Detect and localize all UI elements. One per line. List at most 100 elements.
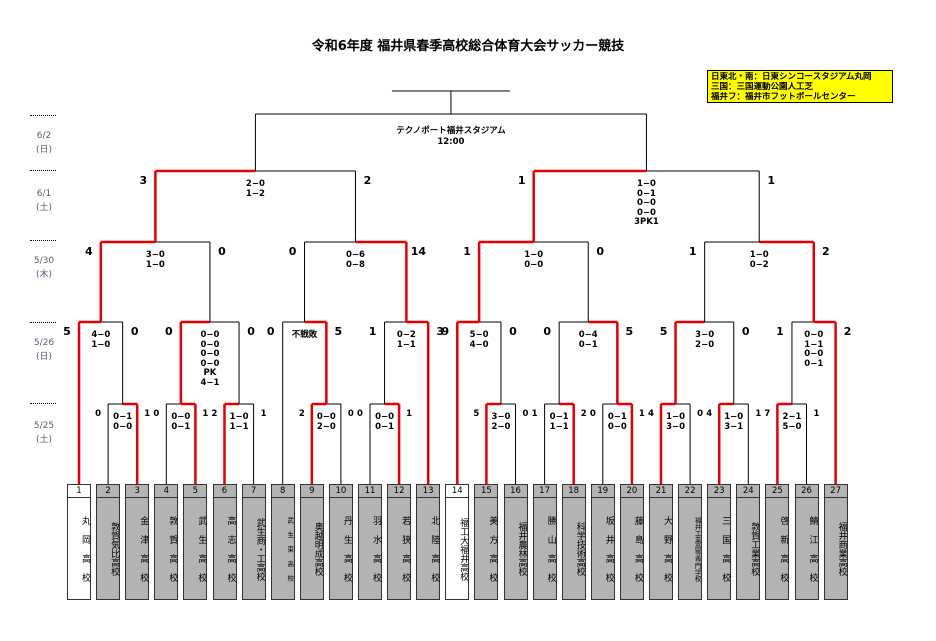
match-detail: 2−1 bbox=[782, 412, 802, 422]
match-detail: 0−0 bbox=[113, 421, 133, 432]
score-right: 5 bbox=[625, 325, 634, 338]
team-slot: 4 敦 賀 高 校 bbox=[154, 484, 179, 600]
score-right: 2 bbox=[843, 325, 852, 338]
round-day: (日) bbox=[35, 145, 53, 155]
team-name: 羽 水 高 校 bbox=[371, 516, 381, 582]
team-name: 奥越明成高校 bbox=[312, 522, 323, 576]
score-left: 0 bbox=[589, 409, 596, 419]
score-left: 1 bbox=[688, 245, 697, 258]
score-left: 1 bbox=[517, 174, 526, 187]
team-number: 14 bbox=[446, 485, 469, 498]
team-name: 科学技術高校 bbox=[574, 522, 585, 576]
match-detail: 1−0 bbox=[666, 412, 686, 422]
match-detail: 0−0 bbox=[200, 349, 220, 359]
date-divider bbox=[30, 322, 56, 323]
match-detail: 0−2 bbox=[749, 259, 769, 270]
team-name: 敦 賀 高 校 bbox=[167, 516, 178, 582]
score-left: 4 bbox=[706, 409, 713, 419]
team-number: 10 bbox=[329, 485, 352, 498]
team-number: 4 bbox=[155, 485, 178, 498]
score-right: 14 bbox=[410, 245, 427, 258]
team-number: 15 bbox=[475, 485, 498, 498]
team-number: 20 bbox=[620, 485, 643, 498]
score-left: 1 bbox=[368, 325, 377, 338]
match-detail: 0−1 bbox=[607, 412, 627, 422]
team-number: 17 bbox=[533, 485, 556, 498]
match-detail: 0−0 bbox=[316, 412, 336, 422]
team-number: 21 bbox=[650, 485, 672, 498]
round-date: 6/2 bbox=[36, 131, 52, 141]
team-name: 敦賀気比高校 bbox=[109, 522, 120, 576]
score-left: 3 bbox=[139, 174, 148, 187]
team-name: 福井商業高校 bbox=[836, 522, 847, 576]
score-left: 5 bbox=[473, 409, 480, 419]
match-detail: 1−1 bbox=[229, 421, 249, 432]
match-detail: 3−1 bbox=[724, 421, 744, 432]
score-left: 2 bbox=[211, 409, 218, 419]
score-left: 4 bbox=[648, 409, 654, 419]
team-number: 3 bbox=[126, 485, 149, 498]
venue-legend: 日東北・南：日東シンコースタジアム丸岡 三国：三国運動公園人工芝 福井フ：福井市… bbox=[707, 70, 893, 103]
score-right: 0 bbox=[509, 325, 517, 338]
team-number: 6 bbox=[213, 485, 236, 498]
score-right: 1 bbox=[813, 409, 820, 419]
team-name: 若 狭 高 校 bbox=[400, 516, 411, 582]
team-name: 鯖 江 高 校 bbox=[807, 516, 818, 582]
score-left: 0 bbox=[165, 325, 173, 338]
match-detail: 1−0 bbox=[91, 339, 111, 350]
match-detail: 0−1 bbox=[578, 339, 598, 350]
match-detail: 2−0 bbox=[245, 179, 265, 189]
team-name: 福井農林高校 bbox=[516, 522, 527, 576]
round-date: 5/25 bbox=[33, 421, 55, 431]
venue-line: 三国：三国運動公園人工芝 bbox=[711, 82, 814, 92]
team-number: 18 bbox=[562, 485, 585, 498]
score-right: 0 bbox=[130, 325, 139, 338]
match-detail: 0−0 bbox=[200, 339, 220, 350]
team-number: 7 bbox=[242, 485, 265, 498]
score-left: 9 bbox=[441, 325, 450, 338]
team-name: 坂 井 高 校 bbox=[603, 516, 614, 582]
round-day: (土) bbox=[35, 435, 53, 445]
match-detail: 0−0 bbox=[804, 330, 824, 340]
date-divider bbox=[30, 403, 56, 404]
match-detail: 0−6 bbox=[345, 250, 365, 260]
match-detail: 1−0 bbox=[749, 250, 769, 260]
match-detail: 2−0 bbox=[491, 421, 511, 432]
match-detail: 0−4 bbox=[578, 330, 598, 340]
match-detail: 0−0 bbox=[200, 358, 220, 369]
score-left: 0 bbox=[357, 409, 363, 419]
score-right: 1 bbox=[406, 409, 413, 419]
team-name: 敦賀工業高校 bbox=[749, 522, 760, 576]
match-detail: 0−0 bbox=[200, 330, 220, 340]
score-left: 1 bbox=[463, 245, 471, 258]
team-number: 13 bbox=[417, 485, 440, 498]
score-right: 1 bbox=[755, 409, 762, 419]
team-number: 27 bbox=[824, 485, 847, 498]
match-detail: 0−0 bbox=[636, 198, 656, 208]
team-name: 丸 岡 高 校 bbox=[80, 516, 90, 582]
round-date: 5/26 bbox=[33, 338, 55, 348]
score-left: 0 bbox=[288, 245, 297, 258]
match-detail: 0−0 bbox=[636, 207, 656, 218]
score-left: 1 bbox=[531, 409, 538, 419]
match-detail: 1−1 bbox=[804, 339, 824, 350]
match-detail: 0−0 bbox=[171, 412, 191, 422]
date-divider bbox=[30, 240, 56, 241]
score-left: 7 bbox=[764, 409, 771, 419]
match-detail: 0−0 bbox=[524, 259, 544, 270]
score-right: 0 bbox=[347, 409, 354, 419]
match-detail: 0−1 bbox=[113, 412, 133, 422]
match-detail: 3−0 bbox=[695, 330, 715, 340]
team-number: 24 bbox=[737, 485, 760, 498]
